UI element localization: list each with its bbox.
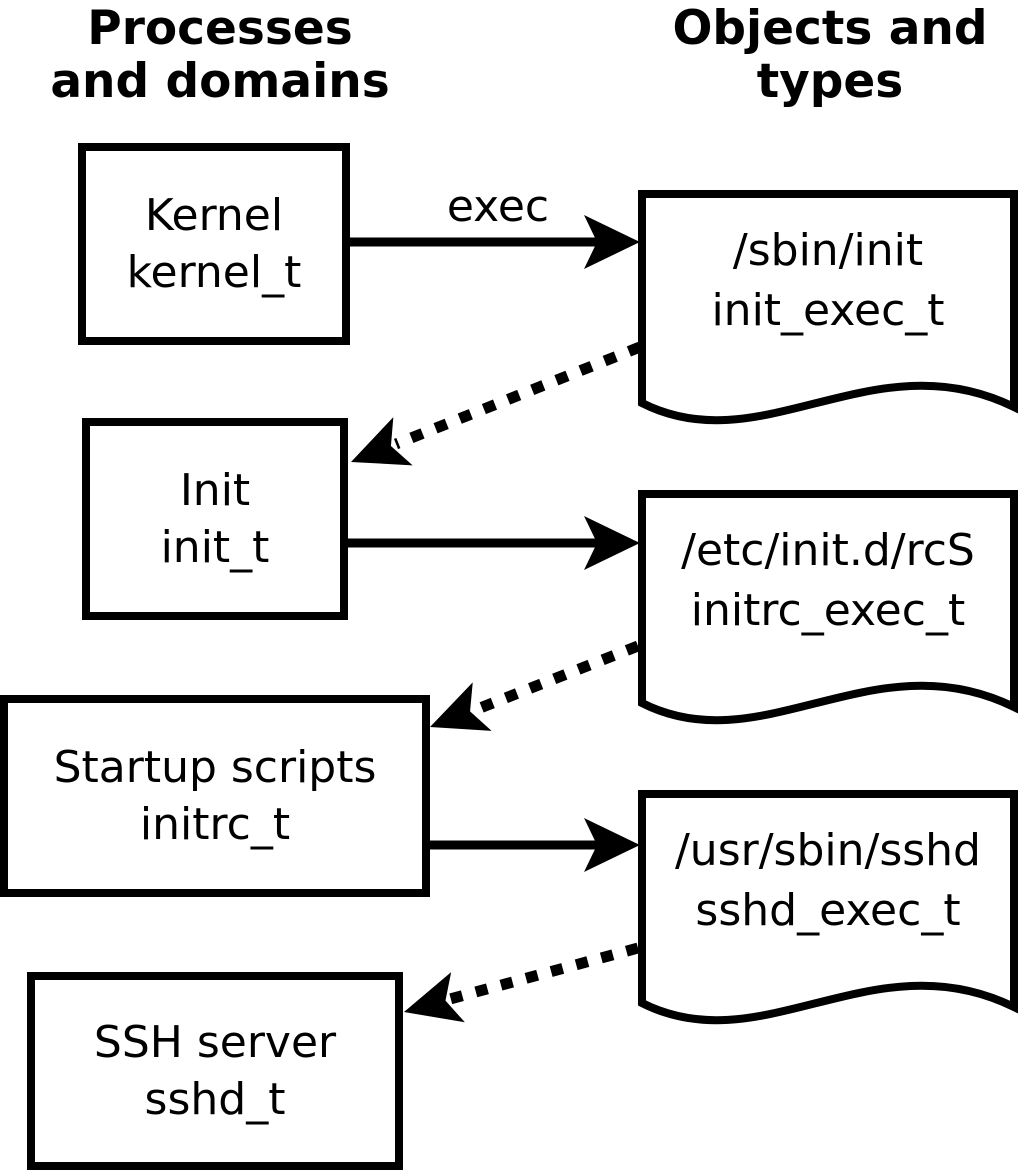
heading-objects-and-types: Objects and types bbox=[625, 2, 1024, 108]
process-domain-type: sshd_t bbox=[144, 1074, 286, 1125]
transition-arrow-initexec-to-init-line bbox=[393, 341, 643, 450]
object-label-init-exec: /sbin/init init_exec_t bbox=[646, 190, 1010, 372]
heading-right-line2: types bbox=[756, 54, 904, 109]
transition-arrowhead-1 bbox=[351, 417, 413, 466]
process-domain-type: init_t bbox=[160, 522, 270, 573]
heading-right-line1: Objects and bbox=[672, 1, 988, 56]
object-type: sshd_exec_t bbox=[695, 885, 961, 936]
exec-arrow-label: exec bbox=[446, 181, 550, 232]
transition-arrow-sshdexec-to-sshd-line bbox=[448, 942, 640, 1005]
object-type: initrc_exec_t bbox=[690, 585, 966, 636]
exec-arrowhead-3 bbox=[584, 818, 640, 872]
transition-arrow-initrcexec-to-initrc-line bbox=[472, 640, 641, 716]
process-name: Init bbox=[179, 465, 251, 516]
heading-left-line1: Processes bbox=[87, 1, 353, 56]
object-label-sshd-exec: /usr/sbin/sshd sshd_exec_t bbox=[646, 790, 1010, 972]
exec-arrowhead-2 bbox=[584, 516, 640, 570]
object-type: init_exec_t bbox=[711, 285, 945, 336]
process-name: Kernel bbox=[144, 190, 284, 241]
heading-left-line2: and domains bbox=[50, 54, 390, 109]
object-path: /etc/init.d/rcS bbox=[681, 525, 975, 576]
document-shape-sshd-exec bbox=[638, 790, 1018, 1025]
process-domain-type: initrc_t bbox=[139, 799, 291, 850]
heading-processes-and-domains: Processes and domains bbox=[15, 2, 425, 108]
transition-arrowhead-3 bbox=[404, 972, 465, 1023]
object-path: /sbin/init bbox=[732, 225, 924, 276]
document-shape-init-exec bbox=[638, 190, 1018, 425]
object-path: /usr/sbin/sshd bbox=[674, 825, 981, 876]
transition-arrowhead-2 bbox=[430, 682, 492, 731]
process-box-init: Init init_t bbox=[82, 418, 348, 620]
process-domain-type: kernel_t bbox=[126, 247, 302, 298]
exec-arrowhead-1 bbox=[584, 215, 640, 269]
process-box-kernel: Kernel kernel_t bbox=[78, 143, 350, 345]
document-shape-initrc-exec bbox=[638, 490, 1018, 725]
process-name: Startup scripts bbox=[53, 742, 377, 793]
process-box-ssh-server: SSH server sshd_t bbox=[27, 972, 403, 1170]
process-name: SSH server bbox=[93, 1017, 337, 1068]
object-label-initrc-exec: /etc/init.d/rcS initrc_exec_t bbox=[646, 490, 1010, 672]
process-box-startup-scripts: Startup scripts initrc_t bbox=[0, 695, 430, 897]
